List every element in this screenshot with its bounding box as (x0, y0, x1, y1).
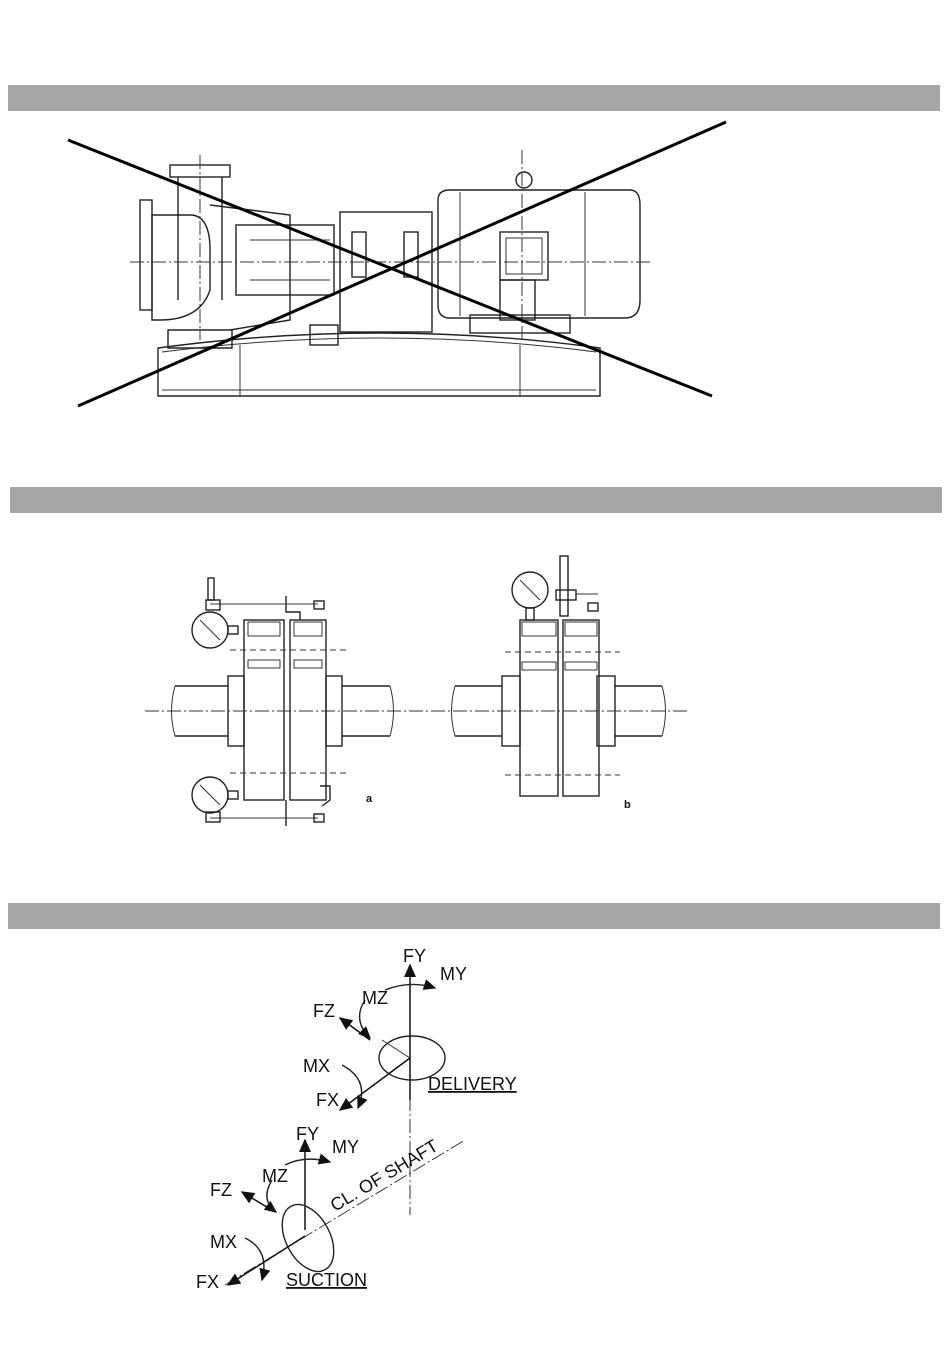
delivery-label: DELIVERY (428, 1074, 517, 1094)
delivery-mx-label: MX (303, 1056, 330, 1076)
delivery-fy-label: FY (403, 946, 426, 966)
suction-mx-arrow (245, 1238, 264, 1280)
delivery-fz-arrow (340, 1018, 370, 1040)
pump-casing (140, 165, 338, 348)
section-bar-2 (10, 487, 942, 513)
dial-gauge-icon (192, 777, 238, 813)
section-bar-3 (8, 903, 940, 929)
suction-mx-label: MX (210, 1232, 237, 1252)
suction-my-arrow (285, 1159, 330, 1165)
delivery-mz-label: MZ (362, 988, 388, 1008)
suction-fx-label: FX (196, 1272, 219, 1292)
cross-out-icon (68, 122, 726, 406)
suction-label: SUCTION (286, 1270, 367, 1290)
view-label-a: a (366, 793, 373, 805)
view-label-b: b (624, 799, 631, 811)
suction-fz-label: FZ (210, 1180, 232, 1200)
suction-fz-arrow (242, 1192, 275, 1212)
motor (438, 172, 640, 333)
nozzle-loads-diagram: FY MY MZ FZ MX FX DELIVERY CL. OF SHAFT … (0, 935, 950, 1315)
delivery-fz-label: FZ (313, 1001, 335, 1021)
bent-baseplate-pump-drawing (0, 112, 950, 412)
section-bar-1 (8, 85, 940, 111)
delivery-fx-label: FX (316, 1090, 339, 1110)
alignment-view-a (172, 578, 394, 826)
delivery-fx-arrow (340, 1058, 410, 1110)
delivery-my-label: MY (440, 964, 467, 984)
dial-gauge-icon (512, 572, 548, 620)
coupling-alignment-drawing: a b (0, 540, 950, 840)
suction-fy-label: FY (296, 1124, 319, 1144)
dial-gauge-icon (192, 612, 238, 648)
suction-mz-label: MZ (262, 1166, 288, 1186)
alignment-view-b (452, 556, 666, 796)
suction-my-label: MY (332, 1137, 359, 1157)
